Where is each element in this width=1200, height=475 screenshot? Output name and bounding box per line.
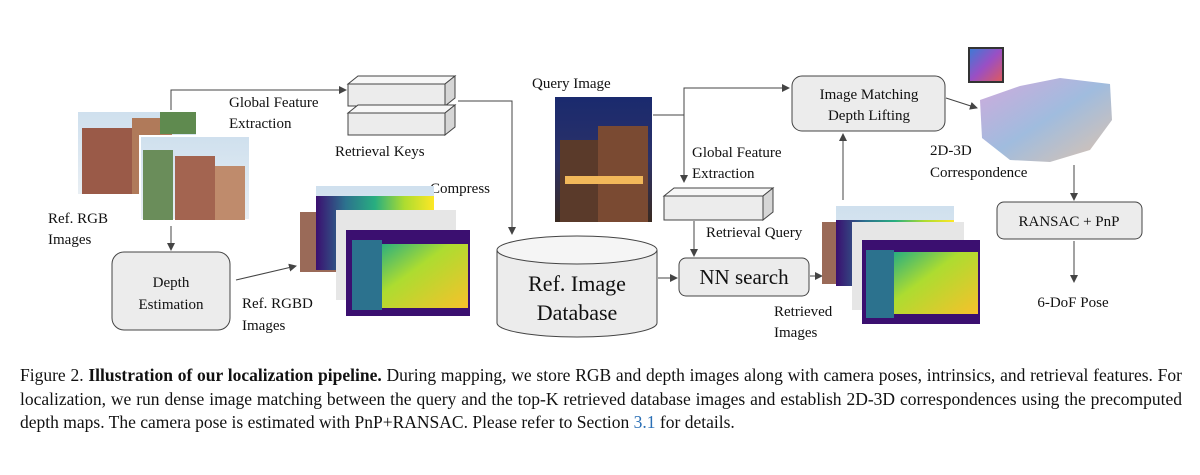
point-cloud [968, 47, 1112, 162]
ref-rgbd-stack [300, 186, 470, 316]
retrieval-query-bar [662, 186, 775, 222]
ref-rgbd-label-2: Images [242, 318, 285, 334]
nn-search-box [678, 257, 810, 297]
retrieved-label-1: Retrieved [774, 304, 833, 320]
query-image-label: Query Image [532, 76, 611, 92]
correspondence-label-2: Correspondence [930, 165, 1028, 181]
ransac-pnp-box [996, 201, 1143, 240]
ransac-pnp-label: RANSAC + PnP [1019, 214, 1120, 230]
image-matching-label-1: Image Matching [820, 87, 919, 103]
retrieval-key-bar-2 [346, 103, 457, 137]
arrow-rgb-to-keys [170, 86, 347, 110]
correspondence-label-1: 2D-3D [930, 143, 972, 159]
ref-rgb-photo-front [139, 135, 251, 221]
nn-search-label: NN search [699, 265, 789, 289]
retrieval-keys-label: Retrieval Keys [335, 144, 425, 160]
caption-title: Illustration of our localization pipelin… [88, 365, 382, 385]
arrow-keys-to-database [458, 100, 516, 235]
database-label-1: Ref. Image [528, 271, 626, 296]
depth-estimation-label-1: Depth [153, 275, 190, 291]
section-link[interactable]: 3.1 [633, 412, 656, 432]
ref-image-database [496, 235, 658, 338]
compress-label: Compress [430, 181, 490, 197]
arrow-query-to-matching [683, 84, 790, 115]
retrieval-query-label: Retrieval Query [706, 225, 803, 241]
caption-suffix: for details. [655, 412, 735, 432]
global-feature-left-2: Extraction [229, 116, 292, 132]
retrieved-images-stack [822, 206, 980, 324]
pipeline-diagram: Ref. RGB Images Global Feature Extractio… [48, 47, 1143, 341]
image-matching-box [791, 75, 946, 132]
retrieval-key-bar-1 [346, 74, 457, 108]
depth-estimation-label-2: Estimation [139, 297, 204, 313]
query-photo [555, 97, 652, 222]
database-label-2: Database [537, 300, 618, 325]
ref-rgbd-label-1: Ref. RGBD [242, 296, 313, 312]
global-feature-mid-1: Global Feature [692, 145, 782, 161]
depth-estimation-box [111, 251, 231, 331]
caption-prefix: Figure 2. [20, 365, 89, 385]
pose-label: 6-DoF Pose [1037, 295, 1109, 311]
arrow-matching-to-cloud [945, 97, 978, 110]
global-feature-left-1: Global Feature [229, 95, 319, 111]
figure-caption: Figure 2. Illustration of our localizati… [20, 364, 1182, 435]
arrow-depth-to-rgbd [235, 263, 297, 281]
image-matching-label-2: Depth Lifting [828, 108, 911, 124]
caption-body: During mapping, we store RGB and depth i… [20, 365, 1182, 432]
retrieved-label-2: Images [774, 325, 817, 341]
ref-rgb-label-1: Ref. RGB [48, 211, 108, 227]
global-feature-mid-2: Extraction [692, 166, 755, 182]
ref-rgb-label-2: Images [48, 232, 91, 248]
